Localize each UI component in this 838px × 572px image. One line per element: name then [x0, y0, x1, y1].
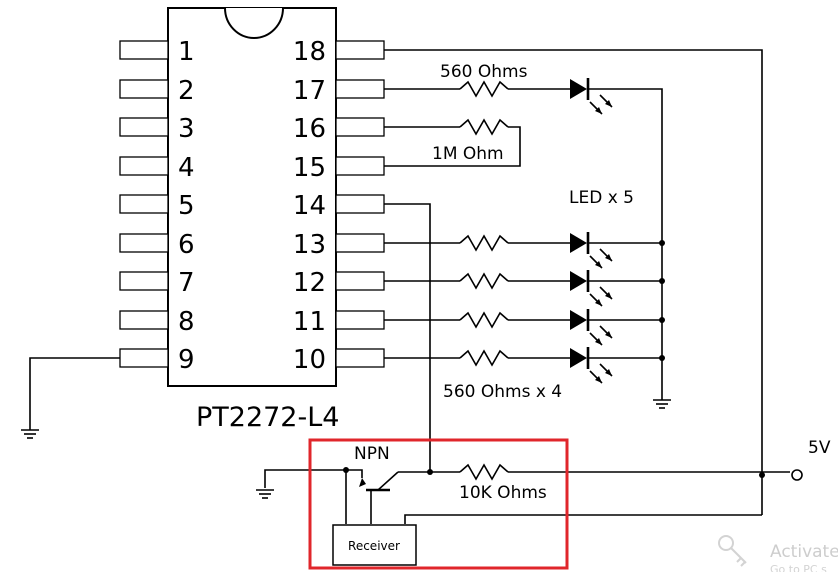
- resistor-label-1m: 1M Ohm: [432, 144, 504, 164]
- ic-chip: [167, 7, 337, 387]
- pin-number: 1: [178, 37, 195, 67]
- pin-pad-2: [119, 79, 169, 99]
- pin-pad-12: [335, 271, 385, 291]
- emitter-arrow-icon: [359, 478, 366, 487]
- pin-number: 6: [178, 230, 195, 260]
- pin9-ground-wire: [20, 357, 120, 439]
- pin16-15-resistor-branch: [384, 119, 521, 167]
- right-pin-pads: [335, 40, 385, 368]
- pin11-led-branch: [384, 307, 665, 347]
- pin-number: 10: [293, 345, 326, 375]
- pin14-wire: [384, 203, 433, 475]
- chip-name: PT2272-L4: [196, 402, 339, 433]
- resistor-icon: [459, 312, 509, 328]
- pin-pad-18: [335, 40, 385, 60]
- pin12-led-branch: [384, 268, 665, 308]
- led-count-label: LED x 5: [569, 188, 634, 208]
- ground-icon: [652, 399, 672, 409]
- pin-pad-6: [119, 233, 169, 253]
- pin-pad-13: [335, 233, 385, 253]
- left-pin-pads: [119, 40, 169, 368]
- pin-number: 5: [178, 191, 195, 221]
- led-icon: [568, 345, 614, 385]
- pin-pad-3: [119, 117, 169, 137]
- pin-pad-10: [335, 348, 385, 368]
- resistor-icon: [459, 273, 509, 289]
- ground-icon: [255, 489, 275, 499]
- pin-pad-11: [335, 310, 385, 330]
- supply-label: 5V: [808, 438, 831, 458]
- activation-watermark: Activate Go to PC s: [718, 535, 838, 572]
- vcc-terminal: [791, 469, 803, 481]
- pin-number: 7: [178, 268, 195, 298]
- watermark-subtext: Go to PC s: [770, 563, 827, 572]
- pin-pad-4: [119, 156, 169, 176]
- receiver-module: [332, 524, 417, 566]
- junction-dot: [759, 472, 765, 478]
- pin-pad-8: [119, 310, 169, 330]
- watermark-text: Activate: [770, 542, 838, 562]
- ground-icon: [20, 429, 40, 439]
- led-icon: [568, 268, 614, 308]
- resistor-1m-icon: [459, 119, 509, 135]
- key-icon: [718, 535, 747, 567]
- pin-pad-1: [119, 40, 169, 60]
- resistor-label-560: 560 Ohms: [440, 62, 528, 82]
- pin-number: 9: [178, 345, 195, 375]
- highlight-box: [308, 438, 569, 570]
- pin13-led-branch: [384, 230, 665, 270]
- resistor-label-10k: 10K Ohms: [459, 483, 547, 503]
- pin-pad-9: [119, 348, 169, 368]
- chip-notch: [224, 7, 284, 39]
- pin-number: 4: [178, 153, 195, 183]
- pin-number: 11: [293, 307, 326, 337]
- pin-number: 3: [178, 114, 195, 144]
- pin-pad-16: [335, 117, 385, 137]
- right-pin-numbers: 18 17 16 15 14 13 12 11 10: [293, 37, 326, 375]
- pin-number: 16: [293, 114, 326, 144]
- pin-pad-17: [335, 79, 385, 99]
- pin-number: 15: [293, 153, 326, 183]
- pin17-led-branch: [384, 76, 663, 400]
- pin10-led-branch: [384, 345, 665, 385]
- resistor-560-icon: [459, 81, 509, 97]
- npn-transistor: [255, 464, 790, 524]
- pin18-vcc-wire: [384, 49, 763, 515]
- led-icon: [568, 230, 614, 270]
- pin-number: 8: [178, 307, 195, 337]
- pin-pad-7: [119, 271, 169, 291]
- pin-pad-15: [335, 156, 385, 176]
- pin-pad-14: [335, 194, 385, 214]
- pin-pad-5: [119, 194, 169, 214]
- pin-number: 14: [293, 191, 326, 221]
- resistor-icon: [459, 235, 509, 251]
- transistor-label: NPN: [354, 444, 390, 464]
- resistor-group-label: 560 Ohms x 4: [443, 382, 562, 402]
- pin-number: 2: [178, 76, 195, 106]
- resistor-10k-icon: [459, 464, 509, 480]
- resistor-icon: [459, 350, 509, 366]
- receiver-label: Receiver: [348, 539, 400, 553]
- left-pin-numbers: 1 2 3 4 5 6 7 8 9: [178, 37, 195, 375]
- pin-number: 12: [293, 268, 326, 298]
- led-icon: [568, 76, 614, 116]
- led-icon: [568, 307, 614, 347]
- pin-number: 18: [293, 37, 326, 67]
- pin-number: 13: [293, 230, 326, 260]
- pin-number: 17: [293, 76, 326, 106]
